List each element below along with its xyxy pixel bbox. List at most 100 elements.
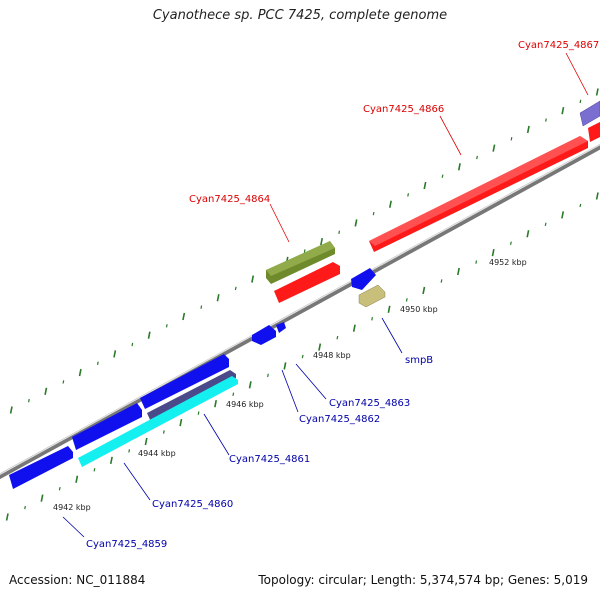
tick-mark	[40, 494, 44, 502]
tick-mark	[318, 343, 322, 351]
gene-cyan7425-4864-top	[266, 241, 335, 276]
tick-mark	[5, 513, 9, 521]
gene-label-cyan7425-4861[interactable]: Cyan7425_4861	[229, 454, 310, 465]
gene-label-cyan7425-4866[interactable]: Cyan7425_4866	[363, 104, 444, 115]
tick-mark	[595, 88, 599, 96]
gene-label-cyan7425-4863[interactable]: Cyan7425_4863	[329, 398, 410, 409]
tick-mark	[510, 241, 512, 245]
gene-cyan7425-4861[interactable]	[147, 370, 236, 422]
tick-mark	[422, 286, 426, 295]
tick-mark	[147, 331, 151, 339]
forward-strand-genes	[9, 100, 600, 489]
gene-cyan7425-4866b[interactable]	[588, 122, 600, 142]
tick-mark	[182, 312, 186, 321]
tick-mark	[179, 418, 183, 427]
leader-line	[269, 203, 290, 243]
kbp-label: 4952 kbp	[489, 258, 527, 267]
tick-mark	[24, 505, 26, 510]
tick-mark	[388, 200, 392, 208]
tick-mark	[301, 354, 304, 359]
topology-text: Topology: circular; Length: 5,374,574 bp…	[258, 573, 588, 587]
kbp-label: 4942 kbp	[53, 503, 91, 512]
tick-mark	[109, 456, 113, 465]
tick-mark	[544, 222, 547, 227]
tick-mark	[510, 137, 513, 141]
gene-cyan7425-4866-forward-top	[369, 136, 588, 246]
tick-mark	[407, 193, 410, 197]
tick-mark	[128, 449, 131, 453]
gene-label-cyan7425-4862[interactable]: Cyan7425_4862	[299, 414, 380, 425]
tick-mark	[165, 324, 168, 328]
tick-mark	[303, 249, 306, 253]
gene-label-smpb[interactable]: smpB	[405, 355, 433, 366]
tick-mark	[320, 237, 324, 246]
leader-line	[203, 413, 230, 456]
tick-mark	[234, 286, 237, 291]
blue-leader-lines	[62, 317, 403, 538]
tick-mark	[457, 163, 461, 171]
tick-mark	[131, 342, 134, 347]
leader-line	[381, 317, 403, 354]
gene-blue-fwd-3[interactable]	[9, 446, 73, 489]
outer-tick-track	[9, 88, 599, 414]
tick-mark	[387, 305, 391, 313]
tick-mark	[216, 294, 220, 302]
tick-mark	[561, 211, 565, 219]
gene-blue-fwd-2[interactable]	[72, 403, 142, 450]
gene-smpb[interactable]	[358, 284, 386, 308]
leader-line	[439, 115, 462, 156]
tick-mark	[9, 406, 13, 414]
tick-mark	[96, 361, 99, 365]
tick-mark	[372, 211, 375, 216]
gene-cyan7425-4867[interactable]	[579, 100, 600, 127]
tick-mark	[28, 398, 30, 403]
tick-mark	[62, 380, 65, 384]
tick-mark	[405, 298, 408, 302]
leader-line	[123, 462, 151, 501]
gene-cyan7425-4860[interactable]	[78, 376, 238, 467]
accession-text: Accession: NC_011884	[9, 573, 146, 587]
tick-mark	[78, 368, 82, 377]
tick-mark	[113, 350, 117, 358]
tick-mark	[476, 155, 478, 160]
tick-mark	[93, 468, 96, 472]
tick-mark	[456, 267, 460, 276]
tick-mark	[232, 392, 235, 396]
tick-mark	[144, 437, 148, 446]
gene-cyan7425-4863b[interactable]	[276, 322, 286, 333]
leader-line	[565, 52, 589, 96]
tick-mark	[197, 411, 200, 415]
tick-mark	[423, 181, 427, 190]
kbp-label: 4946 kbp	[226, 400, 264, 409]
gene-cyan7425-4866-reverse[interactable]	[274, 262, 340, 303]
inner-tick-track	[5, 192, 599, 521]
tick-mark	[162, 430, 165, 434]
tick-mark	[441, 174, 444, 178]
leader-line	[295, 363, 327, 400]
tick-mark	[475, 260, 478, 264]
tick-mark	[491, 248, 495, 257]
gene-label-cyan7425-4860[interactable]: Cyan7425_4860	[152, 499, 233, 510]
kbp-label: 4948 kbp	[313, 351, 351, 360]
gene-label-cyan7425-4859[interactable]: Cyan7425_4859	[86, 539, 167, 550]
gene-label-cyan7425-4864[interactable]: Cyan7425_4864	[189, 194, 270, 205]
tick-mark	[336, 335, 339, 340]
tick-mark	[526, 230, 530, 238]
gene-label-cyan7425-4867[interactable]: Cyan7425_4867	[518, 40, 599, 51]
gene-cyan7425-4863[interactable]	[252, 325, 276, 345]
tick-mark	[352, 324, 356, 332]
tick-mark	[579, 99, 582, 104]
tick-mark	[44, 387, 48, 395]
gene-blue-fwd-1[interactable]	[140, 354, 229, 409]
tick-mark	[338, 230, 341, 235]
tick-mark	[371, 317, 374, 321]
gene-blue-rev-small[interactable]	[351, 268, 376, 290]
tick-mark	[595, 192, 599, 200]
leader-line	[62, 516, 85, 538]
tick-mark	[267, 373, 269, 378]
tick-mark	[251, 275, 255, 283]
tick-mark	[492, 144, 496, 152]
tick-mark	[526, 125, 530, 134]
tick-mark	[214, 400, 218, 408]
